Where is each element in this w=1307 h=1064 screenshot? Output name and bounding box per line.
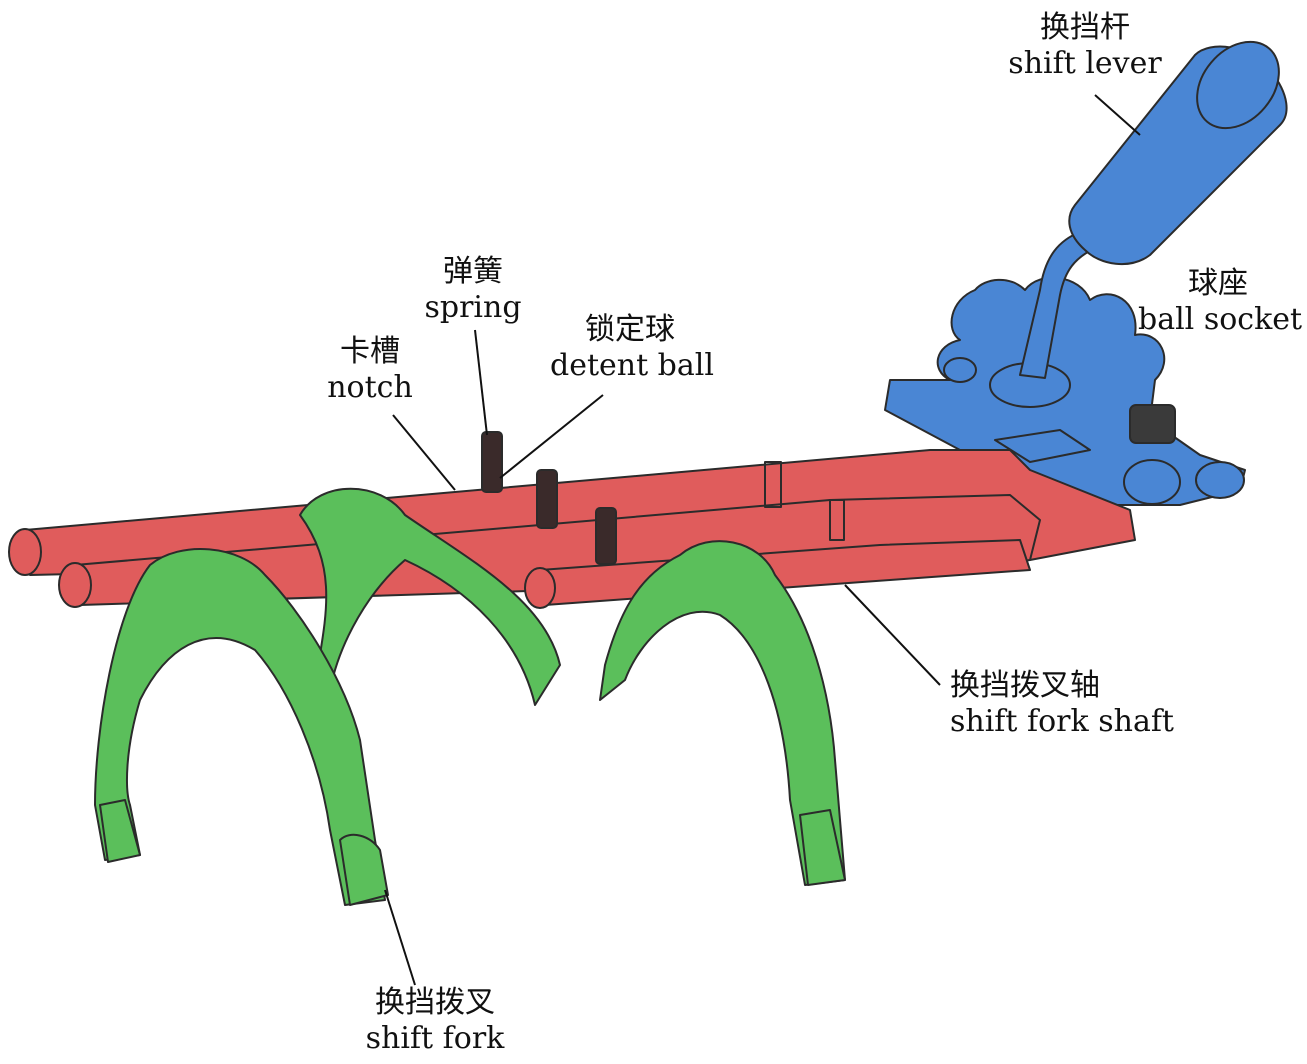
- label-shift-lever: 换挡杆 shift lever: [1005, 10, 1165, 82]
- label-ball-socket-en: ball socket: [1138, 302, 1303, 337]
- shift-fork-right: [599, 540, 846, 886]
- leader-notch: [392, 414, 456, 491]
- label-spring-en: spring: [424, 290, 522, 325]
- label-detent-ball-en: detent ball: [550, 348, 714, 383]
- label-shift-fork-shaft-en: shift fork shaft: [950, 704, 1174, 739]
- spring-2: [536, 469, 558, 529]
- detent-springs: [481, 431, 617, 565]
- label-detent-ball: 锁定球 detent ball: [550, 312, 714, 384]
- shaft-top-end: [8, 528, 42, 576]
- shift-forks: [94, 487, 846, 906]
- leader-detent-ball: [499, 394, 604, 479]
- label-notch-en: notch: [327, 370, 413, 405]
- shift-lever: [1019, 40, 1288, 379]
- leader-lines: [384, 94, 1141, 986]
- label-shift-fork-shaft-zh: 换挡拨叉轴: [950, 668, 1100, 703]
- label-spring: 弹簧 spring: [413, 254, 533, 326]
- label-shift-lever-zh: 换挡杆: [1040, 10, 1130, 45]
- ball-socket: [884, 276, 1246, 506]
- leader-shift-lever: [1094, 94, 1141, 136]
- shaft-middle-end: [58, 562, 92, 608]
- label-shift-lever-en: shift lever: [1008, 46, 1162, 81]
- label-notch: 卡槽 notch: [320, 334, 420, 406]
- leader-spring: [474, 329, 488, 436]
- label-shift-fork-shaft: 换挡拨叉轴 shift fork shaft: [950, 668, 1174, 740]
- label-spring-zh: 弹簧: [443, 254, 503, 289]
- shift-fork-left: [94, 548, 386, 906]
- label-notch-zh: 卡槽: [340, 334, 400, 369]
- label-shift-fork-zh: 换挡拨叉: [375, 985, 495, 1020]
- shift-fork-shafts: [8, 449, 1136, 609]
- label-shift-fork-en: shift fork: [365, 1021, 505, 1056]
- spring-1: [481, 431, 503, 493]
- label-ball-socket: 球座 ball socket: [1138, 266, 1303, 338]
- label-ball-socket-zh: 球座: [1188, 266, 1248, 301]
- leader-shift-fork: [384, 889, 416, 986]
- label-shift-fork: 换挡拨叉 shift fork: [355, 985, 515, 1057]
- spring-3: [595, 507, 617, 565]
- label-detent-ball-zh: 锁定球: [585, 312, 675, 347]
- shaft-bottom-end: [524, 567, 556, 609]
- leader-shift-fork-shaft: [844, 584, 941, 686]
